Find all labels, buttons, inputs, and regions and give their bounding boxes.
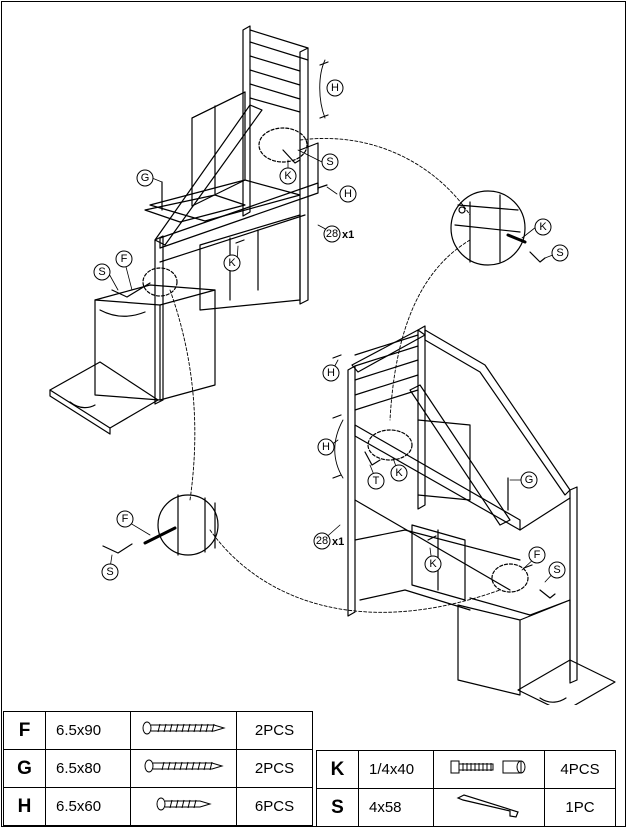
- part-size: 4x58: [358, 788, 434, 827]
- long-screw-icon: [130, 711, 237, 750]
- assembly-diagram: H G S K H 28 x1 F S K K S F S H H K T G …: [49, 25, 616, 705]
- part-row-k: K 1/4x40 4PCS: [316, 750, 616, 789]
- callout-circles: [93, 79, 569, 581]
- short-screw-icon: [130, 787, 237, 826]
- callout-s: S: [106, 566, 113, 578]
- detail-circle-f: [102, 494, 219, 556]
- part-code: K: [316, 750, 359, 789]
- part-row-h: H 6.5x60 6PCS: [3, 787, 313, 826]
- callout-h: H: [344, 188, 352, 200]
- callout-s: S: [553, 564, 560, 576]
- part-size: 6.5x80: [45, 749, 131, 788]
- callout-k: K: [429, 558, 437, 570]
- part-count: 1PC: [544, 788, 616, 827]
- callout-x1: x1: [342, 229, 354, 241]
- left-stair-assembly: [49, 25, 329, 435]
- allen-key-icon: [433, 788, 545, 827]
- part-row-s: S 4x58 1PC: [316, 788, 616, 827]
- part-count: 2PCS: [236, 711, 313, 750]
- callout-g: G: [525, 474, 534, 486]
- detail-connector-arcs: [169, 138, 501, 613]
- callout-f: F: [122, 513, 129, 525]
- callout-s: S: [326, 156, 333, 168]
- part-row-f: F 6.5x90 2PCS: [3, 711, 313, 750]
- callout-28: 28: [316, 535, 328, 547]
- part-count: 4PCS: [544, 750, 616, 789]
- callout-h: H: [331, 82, 339, 94]
- parts-table-right: K 1/4x40 4PCS S 4x58 1PC: [316, 750, 616, 827]
- callout-k: K: [539, 221, 547, 233]
- part-size: 6.5x90: [45, 711, 131, 750]
- part-size: 6.5x60: [45, 787, 131, 826]
- part-size: 1/4x40: [358, 750, 434, 789]
- part-count: 2PCS: [236, 749, 313, 788]
- part-code: S: [316, 788, 359, 827]
- bolt-and-barrel-nut-icon: [433, 750, 545, 789]
- part-row-g: G 6.5x80 2PCS: [3, 749, 313, 788]
- callout-h: H: [322, 441, 330, 453]
- long-screw-icon: [130, 749, 237, 788]
- part-code: F: [3, 711, 46, 750]
- callout-k: K: [395, 467, 403, 479]
- callout-k: K: [284, 170, 292, 182]
- parts-table-left: F 6.5x90 2PCS G 6.5x80 2PCS H 6.5x60: [3, 711, 313, 826]
- callout-h: H: [327, 367, 335, 379]
- callout-s: S: [98, 266, 105, 278]
- callout-f: F: [121, 253, 128, 265]
- callout-x1: x1: [332, 536, 344, 548]
- part-code: G: [3, 749, 46, 788]
- callout-g: G: [141, 172, 150, 184]
- right-stair-assembly: [332, 325, 616, 705]
- callout-28: 28: [326, 228, 338, 240]
- callout-t: T: [373, 475, 380, 487]
- detail-circle-k: [450, 190, 546, 266]
- part-count: 6PCS: [236, 787, 313, 826]
- callout-s: S: [556, 247, 563, 259]
- callout-k: K: [228, 257, 236, 269]
- callout-f: F: [534, 549, 541, 561]
- part-code: H: [3, 787, 46, 826]
